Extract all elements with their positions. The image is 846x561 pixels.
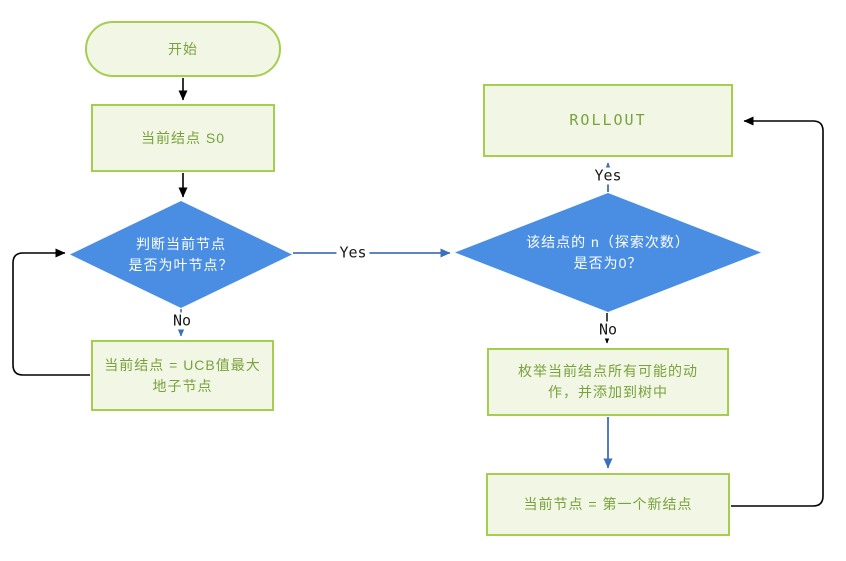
leaf-check-line2: 是否为叶节点？ <box>128 256 234 273</box>
edge-firstnew-loop-to-rollout <box>731 116 824 507</box>
n-check-line1: 该结点的 n（探索次数） <box>526 233 690 250</box>
node-rollout: ROLLOUT <box>483 84 733 157</box>
edge-label-n-no: No <box>595 321 621 339</box>
node-expand-actions: 枚举当前结点所有可能的动 作，并添加到树中 <box>487 348 729 416</box>
expand-line1: 枚举当前结点所有可能的动 <box>518 363 698 379</box>
node-current-s0: 当前结点 S0 <box>91 104 275 172</box>
node-start-label: 开始 <box>168 40 198 57</box>
expand-line2: 作，并添加到树中 <box>548 384 668 400</box>
leaf-check-line1: 判断当前节点 <box>136 235 226 252</box>
edge-label-leaf-yes: Yes <box>336 244 370 262</box>
first-new-label: 当前节点 = 第一个新结点 <box>523 496 693 512</box>
node-current-s0-label: 当前结点 S0 <box>140 129 225 146</box>
node-first-new-node: 当前节点 = 第一个新结点 <box>486 473 730 536</box>
ucb-line2: 地子节点 <box>152 377 213 394</box>
edge-ucb-loop-to-leafcheck <box>12 248 90 376</box>
edge-label-n-yes: Yes <box>591 167 625 185</box>
edge-label-leaf-no: No <box>169 312 195 330</box>
n-check-line2: 是否为0？ <box>573 254 643 271</box>
node-start: 开始 <box>85 21 281 77</box>
rollout-label: ROLLOUT <box>569 111 647 129</box>
node-ucb-max-child: 当前结点 = UCB值最大 地子节点 <box>91 340 274 411</box>
ucb-line1: 当前结点 = UCB值最大 <box>104 356 261 373</box>
